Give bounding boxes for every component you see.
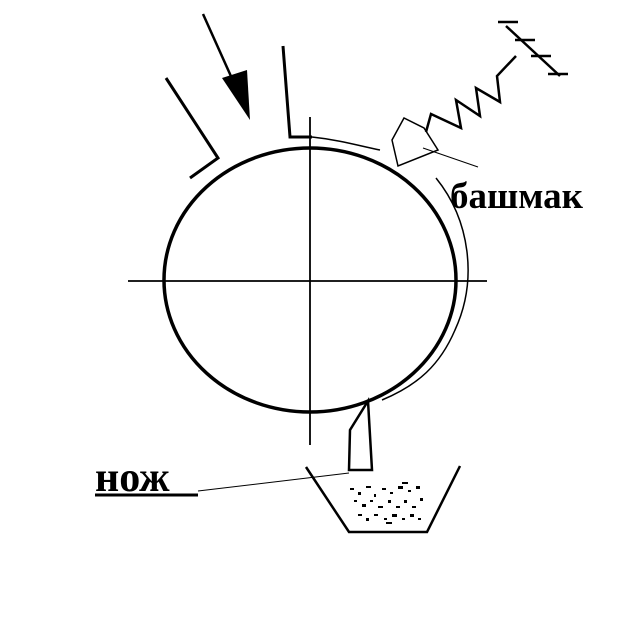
pressure-spring (424, 55, 517, 133)
shoe-leader-line (422, 147, 479, 168)
scraped-material-particles (350, 482, 423, 524)
knife-label: нож (95, 455, 170, 501)
feed-direction-arrow (201, 13, 250, 120)
spring-support-mount (498, 20, 568, 77)
material-layer-arc-lower (381, 177, 469, 401)
shoe-label: башмак (450, 176, 584, 217)
left-feed-wall (164, 77, 221, 180)
shoe-block (391, 117, 440, 168)
material-layer-arc (311, 136, 381, 151)
knife-leader-line (197, 472, 350, 492)
right-feed-wall (281, 45, 312, 139)
collection-tray (304, 465, 462, 534)
knife-blade (347, 396, 374, 472)
